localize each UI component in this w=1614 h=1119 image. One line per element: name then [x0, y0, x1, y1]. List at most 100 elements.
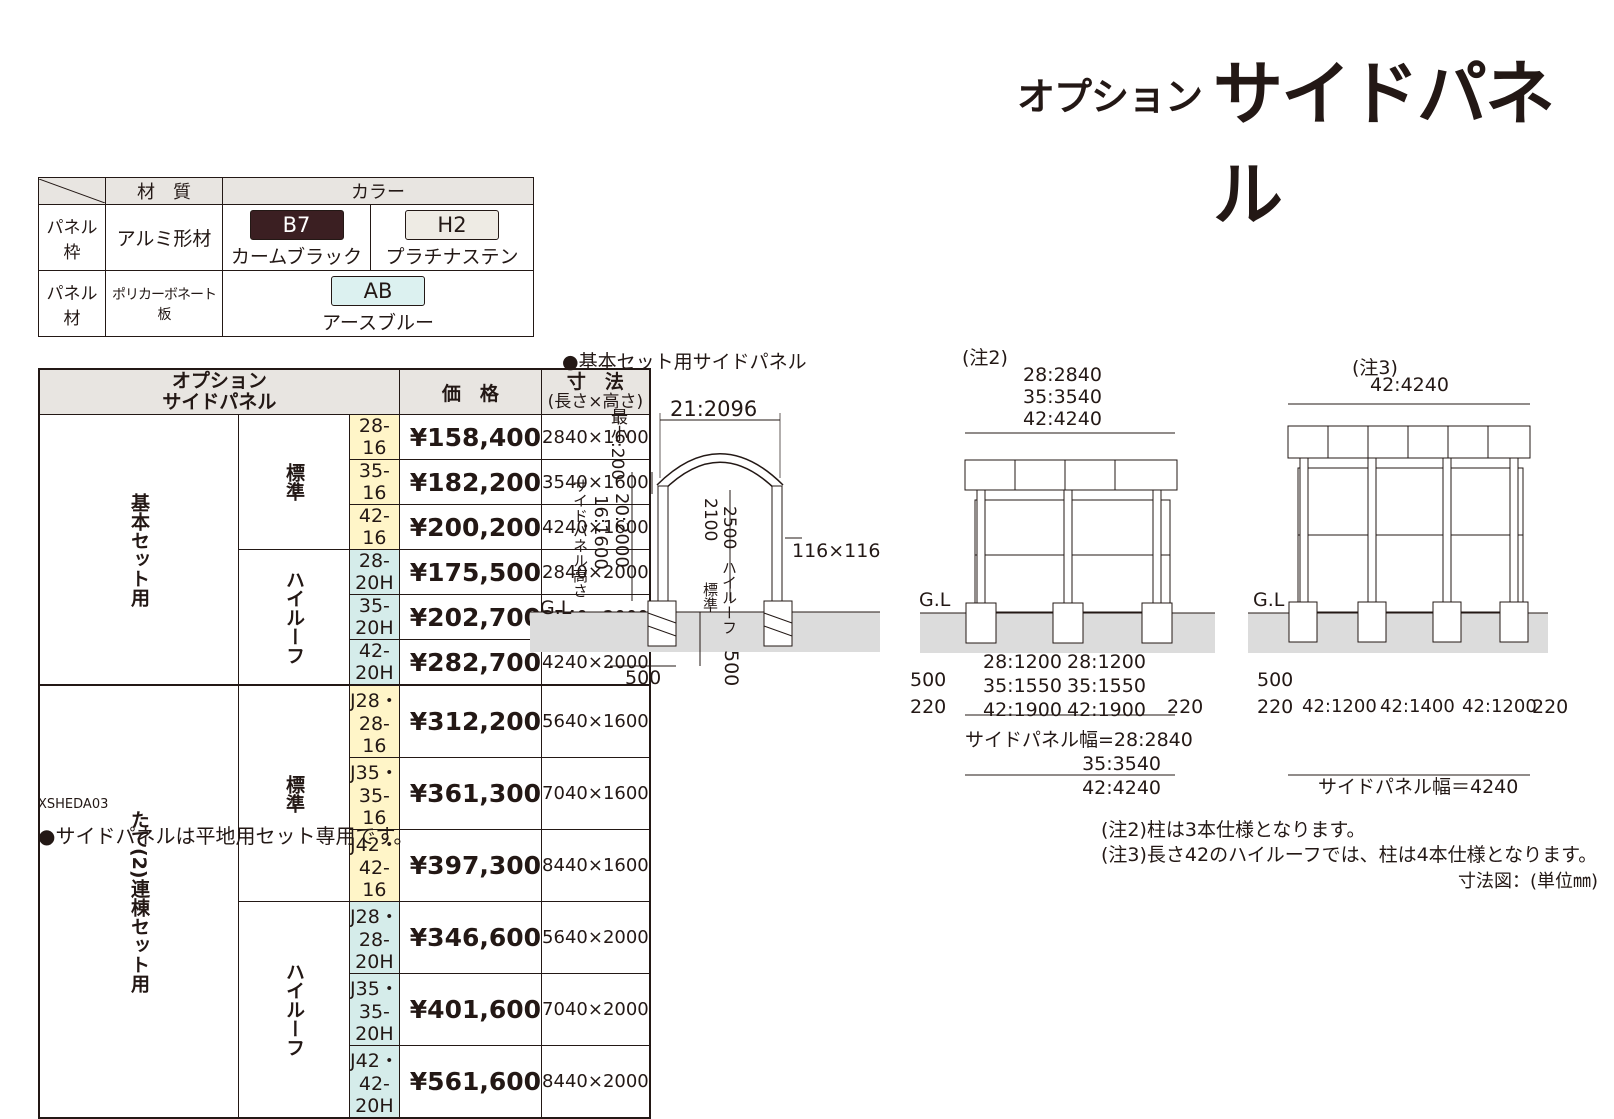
material-frame: アルミ形材 — [105, 204, 223, 271]
d2-right-220: 220 — [1167, 696, 1204, 718]
model-cell: J28・28-16 — [349, 684, 400, 758]
d2-panel-w-35: 35:3540 — [1082, 753, 1161, 775]
dim-cell: 5640×1600 — [541, 684, 651, 758]
d1-hr-val: 2500 — [719, 506, 739, 550]
d1-base-w: 500 — [625, 667, 662, 689]
d1-gl: G.L — [540, 597, 572, 619]
d3-gl: G.L — [1253, 589, 1285, 611]
d1-hr-label: ハイルーフ — [720, 560, 738, 635]
d3-span-2: 42:1400 — [1380, 696, 1455, 717]
dim-cell: 2840×1600 — [541, 414, 651, 460]
diagram1-title: ●基本セット用サイドパネル — [562, 351, 807, 373]
d2-span1-35: 35:1550 — [983, 675, 1062, 697]
d1-width: 21:2096 — [670, 397, 758, 421]
d3-right-220: 220 — [1532, 696, 1569, 718]
model-cell: 28-16 — [349, 414, 400, 460]
header-dim: 寸 法 (長さ×高さ) — [541, 368, 651, 415]
price-cell: ¥175,500 — [398, 549, 543, 595]
part-panel: パネル材 — [38, 270, 106, 337]
d2-span2-42: 42:1900 — [1067, 699, 1146, 721]
d2-panel-width: サイドパネル幅=28:2840 35:3540 42:4240 — [965, 728, 1193, 800]
d2-w42: 42:4240 — [1023, 408, 1102, 430]
diagram3-front-view — [1248, 380, 1548, 800]
d3-note: (注3) — [1352, 357, 1398, 379]
header-corner — [38, 177, 106, 205]
price-cell: ¥346,600 — [398, 901, 543, 974]
diagram1-side-view — [530, 413, 880, 667]
dim-cell: 8440×2000 — [541, 1045, 651, 1119]
diagram2-front-view — [920, 432, 1215, 776]
d2-span1: 28:1200 35:1550 42:1900 — [983, 650, 1062, 722]
color-name-h2: プラチナステン — [385, 246, 519, 268]
dim-cell: 5640×2000 — [541, 901, 651, 974]
page-title: サイドパネル — [1213, 53, 1555, 236]
d1-panel-h-label: サイドパネル高さ — [571, 478, 589, 598]
d2-left-220: 220 — [910, 696, 947, 718]
d2-span2-35: 35:1550 — [1067, 675, 1146, 697]
model-cell: J28・28-20H — [349, 901, 400, 974]
note-3: (注3)長さ42のハイルーフでは、柱は4本仕様となります。 — [1101, 844, 1598, 866]
d2-span1-42: 42:1900 — [983, 699, 1062, 721]
d1-std-label: 標準 — [701, 582, 719, 612]
price-cell: ¥561,600 — [398, 1045, 543, 1119]
d1-post: 116×116 — [792, 540, 881, 562]
price-cell: ¥312,200 — [398, 684, 543, 758]
header-price: 価 格 — [398, 368, 543, 415]
material-panel: ポリカーボネート板 — [105, 270, 223, 337]
d3-left-500: 500 — [1257, 669, 1294, 691]
color-h2: H2 プラチナステン — [370, 204, 534, 271]
swatch-h2: H2 — [405, 210, 499, 240]
price-cell: ¥397,300 — [398, 829, 543, 902]
model-cell: 28-20H — [349, 549, 400, 595]
subgroup-label: ハイルーフ — [238, 549, 350, 686]
model-cell: J42・42-16 — [349, 829, 400, 902]
color-b7: B7 カームブラック — [222, 204, 371, 271]
group-label: 基本セット用 — [38, 414, 239, 686]
price-cell: ¥182,200 — [398, 459, 543, 505]
d1-std-val: 2100 — [700, 498, 720, 542]
d1-min: 最小:200 — [607, 408, 627, 481]
d2-panel-w-28: サイドパネル幅=28:2840 — [965, 729, 1193, 751]
dim-cell: 7040×2000 — [541, 973, 651, 1046]
subgroup-label: 標準 — [238, 684, 350, 902]
color-name-ab: アースブルー — [322, 312, 434, 334]
d2-span1-28: 28:1200 — [983, 651, 1062, 673]
price-cell: ¥361,300 — [398, 757, 543, 830]
header-option: オプション サイドパネル — [38, 368, 400, 415]
model-cell: 35-16 — [349, 459, 400, 505]
material-color-table: 材 質 カラー パネル枠 アルミ形材 B7 カームブラック H2 プラチナステン… — [38, 177, 534, 337]
header-option-line2: サイドパネル — [162, 391, 277, 413]
color-ab: AB アースブルー — [222, 270, 534, 337]
unit-note: 寸法図：(単位㎜) — [1457, 871, 1598, 892]
swatch-ab: AB — [331, 276, 425, 306]
d3-span-1: 42:1200 — [1302, 696, 1377, 717]
d2-w28: 28:2840 — [1023, 364, 1102, 386]
price-cell: ¥202,700 — [398, 594, 543, 640]
diagram3-drawing — [1248, 403, 1548, 776]
model-cell: J35・35-16 — [349, 757, 400, 830]
swatch-b7: B7 — [249, 210, 344, 240]
d3-w42: 42:4240 — [1370, 374, 1449, 396]
header-material: 材 質 — [105, 177, 223, 205]
d3-span-3: 42:1200 — [1462, 696, 1537, 717]
model-cell: 35-20H — [349, 594, 400, 640]
dim-cell: 8440×1600 — [541, 829, 651, 902]
footnote: ●サイドパネルは平地用セット専用です。 — [38, 824, 414, 848]
d3-left-220: 220 — [1257, 696, 1294, 718]
d3-panel-width: サイドパネル幅＝4240 — [1318, 776, 1519, 798]
group-label: たて(2)連棟セット用 — [38, 684, 239, 1119]
option-label: オプション — [1017, 75, 1203, 119]
d2-span2-28: 28:1200 — [1067, 651, 1146, 673]
header-color: カラー — [222, 177, 534, 205]
header-dim-sub: (長さ×高さ) — [547, 392, 644, 412]
subgroup-label: ハイルーフ — [238, 901, 350, 1119]
model-cell: J42・42-20H — [349, 1045, 400, 1119]
model-cell: J35・35-20H — [349, 973, 400, 1046]
dim-cell: 7040×1600 — [541, 757, 651, 830]
d1-panel-h-20: 20:2000 — [611, 493, 632, 568]
note-2: (注2)柱は3本仕様となります。 — [1101, 819, 1366, 841]
